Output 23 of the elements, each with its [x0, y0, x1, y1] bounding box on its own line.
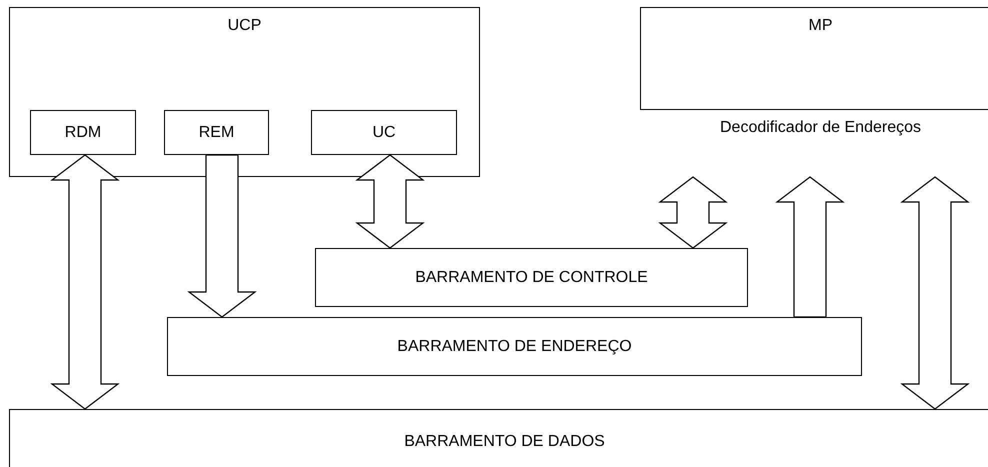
- box-label: UC: [372, 122, 396, 142]
- box-label: RDM: [64, 122, 102, 142]
- bus-bar: [315, 248, 748, 307]
- box-label: Decodificador de Endereços: [720, 118, 921, 138]
- box-label: BARRAMENTO DE ENDEREÇO: [397, 336, 632, 356]
- box-label: REM: [198, 122, 234, 142]
- bus-bar: [167, 317, 862, 376]
- register-box: [164, 110, 269, 155]
- block-arrow: [658, 176, 728, 249]
- box-label: BARRAMENTO DE DADOS: [404, 432, 605, 452]
- block-arrow: [900, 176, 970, 410]
- processor-box: [9, 7, 480, 177]
- block-arrow: [187, 154, 257, 318]
- box-label: UCP: [228, 16, 262, 36]
- control-unit-box: [311, 110, 457, 155]
- bus-bar: [9, 409, 988, 467]
- box-label: MP: [808, 16, 832, 36]
- block-arrow: [50, 154, 120, 410]
- register-box: [30, 110, 136, 155]
- memory-box: [640, 7, 988, 177]
- block-arrow: [775, 176, 845, 318]
- box-label: BARRAMENTO DE CONTROLE: [415, 268, 648, 288]
- block-arrow: [355, 154, 425, 249]
